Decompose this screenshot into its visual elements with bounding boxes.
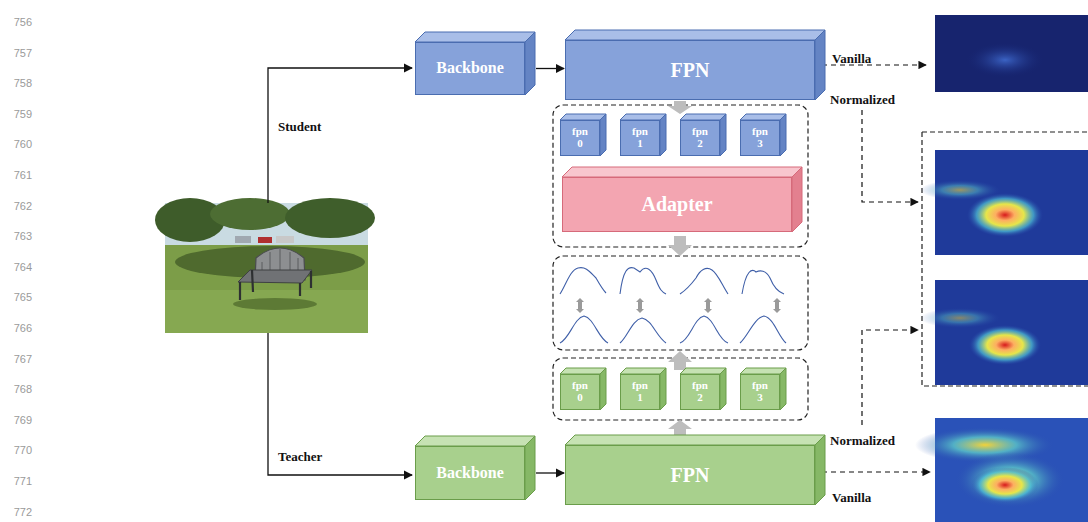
backbone-block: Backbone bbox=[415, 42, 525, 95]
branch-label: Student bbox=[278, 119, 321, 135]
branch-label: Teacher bbox=[278, 449, 322, 465]
node-label: fpn 0 bbox=[572, 380, 588, 403]
mode-label: Vanilla bbox=[832, 490, 871, 506]
fpn-block: FPN bbox=[565, 445, 815, 505]
node-label: fpn 1 bbox=[632, 126, 648, 149]
feature-level: fpn 2 bbox=[680, 374, 720, 410]
node-label: Adapter bbox=[641, 194, 712, 215]
feature-level: fpn 1 bbox=[620, 120, 660, 156]
heatmap bbox=[915, 15, 1088, 522]
node-label: fpn 2 bbox=[692, 126, 708, 149]
feature-level: fpn 0 bbox=[560, 120, 600, 156]
block-side bbox=[815, 30, 825, 100]
line-number: 761 bbox=[2, 169, 32, 181]
line-number: 767 bbox=[2, 353, 32, 365]
node-label: FPN bbox=[671, 60, 710, 81]
flow-connector bbox=[536, 472, 564, 473]
input-photo bbox=[155, 198, 375, 333]
block-top bbox=[620, 368, 666, 374]
block-side bbox=[525, 436, 535, 500]
block-side bbox=[720, 114, 726, 156]
block-side bbox=[660, 114, 666, 156]
adapter-block: Adapter bbox=[562, 177, 792, 232]
line-number: 756 bbox=[2, 16, 32, 28]
feature-level: fpn 1 bbox=[620, 374, 660, 410]
block-top bbox=[560, 114, 606, 120]
line-number: 769 bbox=[2, 414, 32, 426]
block-top bbox=[415, 436, 535, 446]
block-side bbox=[780, 368, 786, 410]
line-number: 766 bbox=[2, 322, 32, 334]
block-side bbox=[660, 368, 666, 410]
block-top bbox=[620, 114, 666, 120]
flow-connector bbox=[536, 68, 564, 69]
mode-label: Vanilla bbox=[832, 51, 871, 67]
node-label: Backbone bbox=[436, 60, 504, 77]
node-label: fpn 3 bbox=[752, 380, 768, 403]
feature-level: fpn 2 bbox=[680, 120, 720, 156]
node-label: fpn 3 bbox=[752, 126, 768, 149]
line-number: 758 bbox=[2, 77, 32, 89]
line-number: 768 bbox=[2, 383, 32, 395]
feature-level: fpn 3 bbox=[740, 120, 780, 156]
line-number: 762 bbox=[2, 200, 32, 212]
mode-label: Normalized bbox=[830, 92, 895, 108]
line-number: 770 bbox=[2, 444, 32, 456]
line-number: 772 bbox=[2, 506, 32, 518]
backbone-block: Backbone bbox=[415, 446, 525, 500]
block-top bbox=[415, 32, 535, 42]
block-top bbox=[740, 368, 786, 374]
block-side bbox=[815, 435, 825, 505]
compare-arrow bbox=[576, 298, 781, 313]
input-lines bbox=[268, 68, 412, 475]
node-label: fpn 0 bbox=[572, 126, 588, 149]
line-number: 757 bbox=[2, 47, 32, 59]
node-label: fpn 1 bbox=[632, 380, 648, 403]
dashed-group bbox=[553, 105, 1088, 420]
node-label: FPN bbox=[671, 465, 710, 486]
block-top bbox=[740, 114, 786, 120]
line-number: 760 bbox=[2, 138, 32, 150]
line-number: 759 bbox=[2, 108, 32, 120]
distribution-curves bbox=[560, 268, 786, 343]
line-number: 765 bbox=[2, 291, 32, 303]
fpn-block: FPN bbox=[565, 40, 815, 100]
line-number: 771 bbox=[2, 475, 32, 487]
line-number: 763 bbox=[2, 230, 32, 242]
block-top bbox=[562, 167, 802, 177]
feature-level: fpn 0 bbox=[560, 374, 600, 410]
block-side bbox=[600, 114, 606, 156]
block-side bbox=[525, 32, 535, 95]
block-top bbox=[680, 368, 726, 374]
line-number: 764 bbox=[2, 261, 32, 273]
block-side bbox=[780, 114, 786, 156]
node-label: fpn 2 bbox=[692, 380, 708, 403]
block-top bbox=[680, 114, 726, 120]
block-top bbox=[560, 368, 606, 374]
block-top bbox=[565, 30, 825, 40]
feature-level: fpn 3 bbox=[740, 374, 780, 410]
block-top bbox=[565, 435, 825, 445]
block-side bbox=[720, 368, 726, 410]
mode-label: Normalized bbox=[830, 433, 895, 449]
block-side bbox=[600, 368, 606, 410]
dashed-leader bbox=[822, 65, 930, 472]
node-label: Backbone bbox=[436, 465, 504, 482]
block-side bbox=[792, 167, 802, 232]
